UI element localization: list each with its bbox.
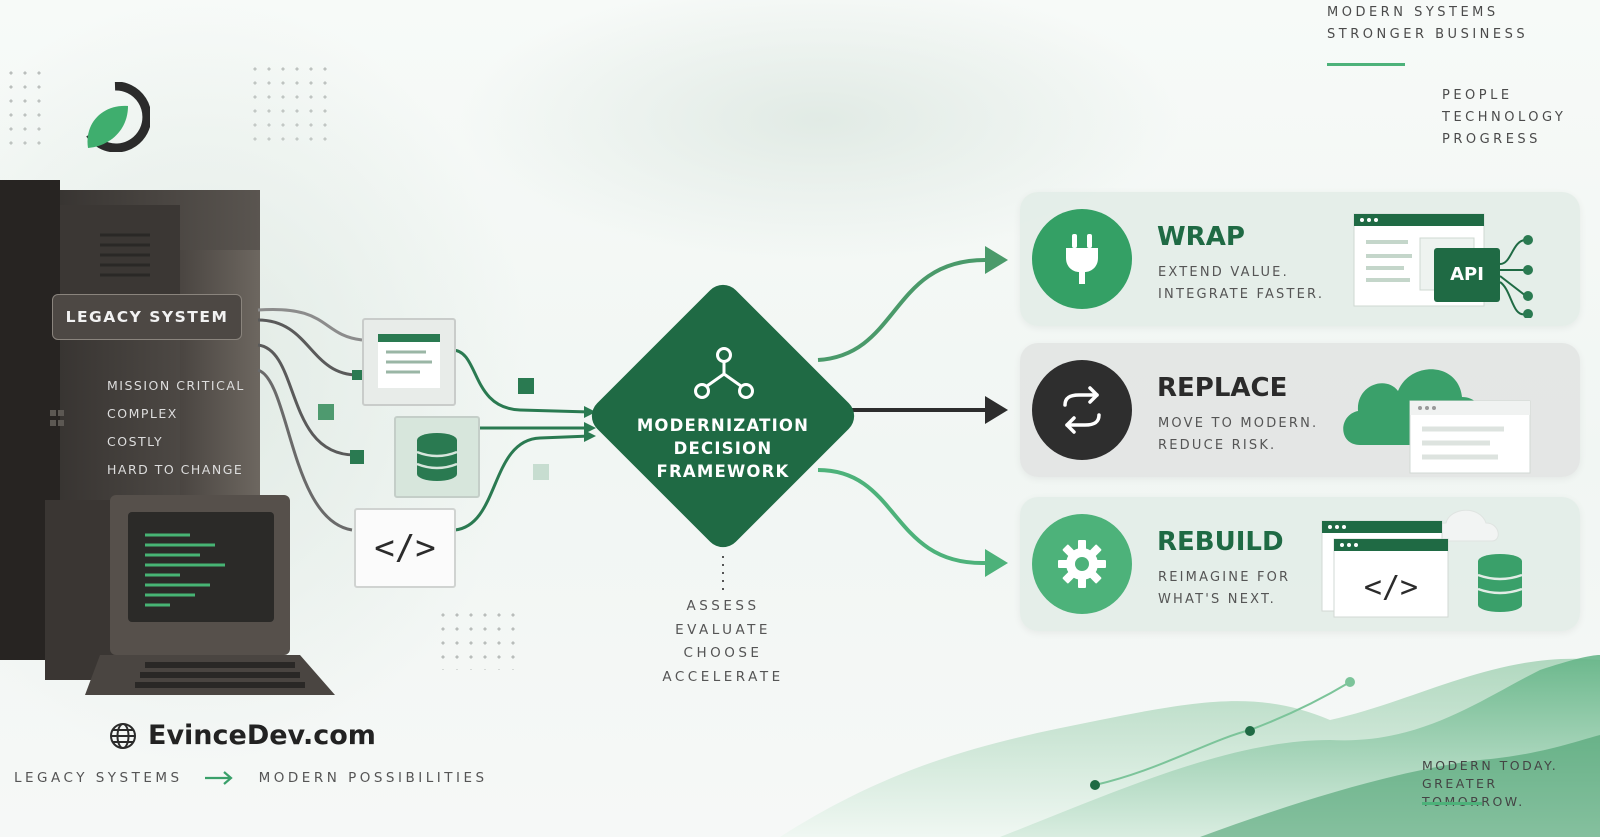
legacy-system-label: LEGACY SYSTEM: [52, 294, 242, 340]
api-integration-illustration: [1353, 213, 1533, 318]
plug-icon: [1032, 209, 1132, 309]
framework-title: MODERNIZATION DECISION FRAMEWORK: [636, 416, 810, 481]
svg-text:</>: </>: [1364, 570, 1418, 605]
wrap-description: EXTEND VALUE. INTEGRATE FASTER.: [1158, 265, 1325, 302]
rebuild-option-card: REBUILD REIMAGINE FOR WHAT'S NEXT. </>: [1020, 497, 1580, 631]
tagline-underline: [1327, 63, 1405, 66]
code-card: </>: [354, 508, 456, 588]
network-nodes-icon: [694, 347, 754, 399]
node-square: [350, 450, 364, 464]
rebuild-description: REIMAGINE FOR WHAT'S NEXT.: [1158, 570, 1291, 607]
brand-logo: [86, 82, 150, 152]
framework-steps: ASSESS EVALUATE CHOOSE ACCELERATE: [643, 595, 803, 689]
database-icon: [416, 433, 458, 481]
tagline: MODERN SYSTEMS STRONGER BUSINESS: [1327, 5, 1529, 42]
database-card: [394, 416, 480, 498]
legacy-trait: COMPLEX: [107, 406, 178, 421]
node-square: [352, 370, 362, 380]
framework-step: EVALUATE: [675, 621, 771, 638]
wrap-option-card: WRAP EXTEND VALUE. INTEGRATE FASTER. API: [1020, 192, 1580, 326]
legacy-to-modern-tagline: LEGACY SYSTEMS MODERN POSSIBILITIES: [14, 770, 488, 786]
legacy-traits-list: MISSION CRITICAL COMPLEX COSTLY HARD TO …: [107, 372, 245, 484]
framework-step: CHOOSE: [683, 645, 763, 661]
closing-underline: [1422, 802, 1482, 805]
growth-dot: [1345, 677, 1355, 687]
cloud-migration-illustration: [1343, 369, 1531, 474]
growth-dot: [1090, 780, 1100, 790]
node-square: [533, 464, 549, 480]
replace-title: REPLACE: [1157, 373, 1288, 403]
closing-tagline: MODERN TODAY. GREATER TOMORROW.: [1422, 758, 1559, 809]
legacy-trait: COSTLY: [107, 434, 164, 449]
replace-option-card: REPLACE MOVE TO MODERN. REDUCE RISK.: [1020, 343, 1580, 477]
wrap-title: WRAP: [1157, 222, 1245, 252]
node-square: [518, 378, 534, 394]
ui-document-card: [362, 318, 456, 406]
globe-icon: [110, 722, 136, 749]
arrow-right-icon: [204, 771, 233, 785]
rebuild-code-illustration: </>: [1321, 509, 1523, 618]
framework-step: ASSESS: [686, 598, 760, 614]
code-icon: </>: [374, 528, 436, 568]
swap-arrows-icon: [1032, 360, 1132, 460]
legacy-hardware-illustration: [0, 180, 335, 695]
replace-description: MOVE TO MODERN. REDUCE RISK.: [1158, 416, 1319, 453]
legacy-trait: MISSION CRITICAL: [107, 378, 245, 393]
framework-step: ACCELERATE: [662, 668, 784, 685]
legacy-trait: HARD TO CHANGE: [107, 462, 244, 477]
values-list: PEOPLE TECHNOLOGY PROGRESS: [1442, 88, 1567, 147]
api-badge: API: [1450, 264, 1484, 285]
rebuild-title: REBUILD: [1157, 527, 1284, 557]
website-text: EvinceDev.com: [148, 720, 376, 751]
node-square: [318, 404, 334, 420]
gear-icon: [1032, 514, 1132, 614]
website-link[interactable]: EvinceDev.com: [108, 720, 376, 751]
growth-dot: [1245, 726, 1255, 736]
